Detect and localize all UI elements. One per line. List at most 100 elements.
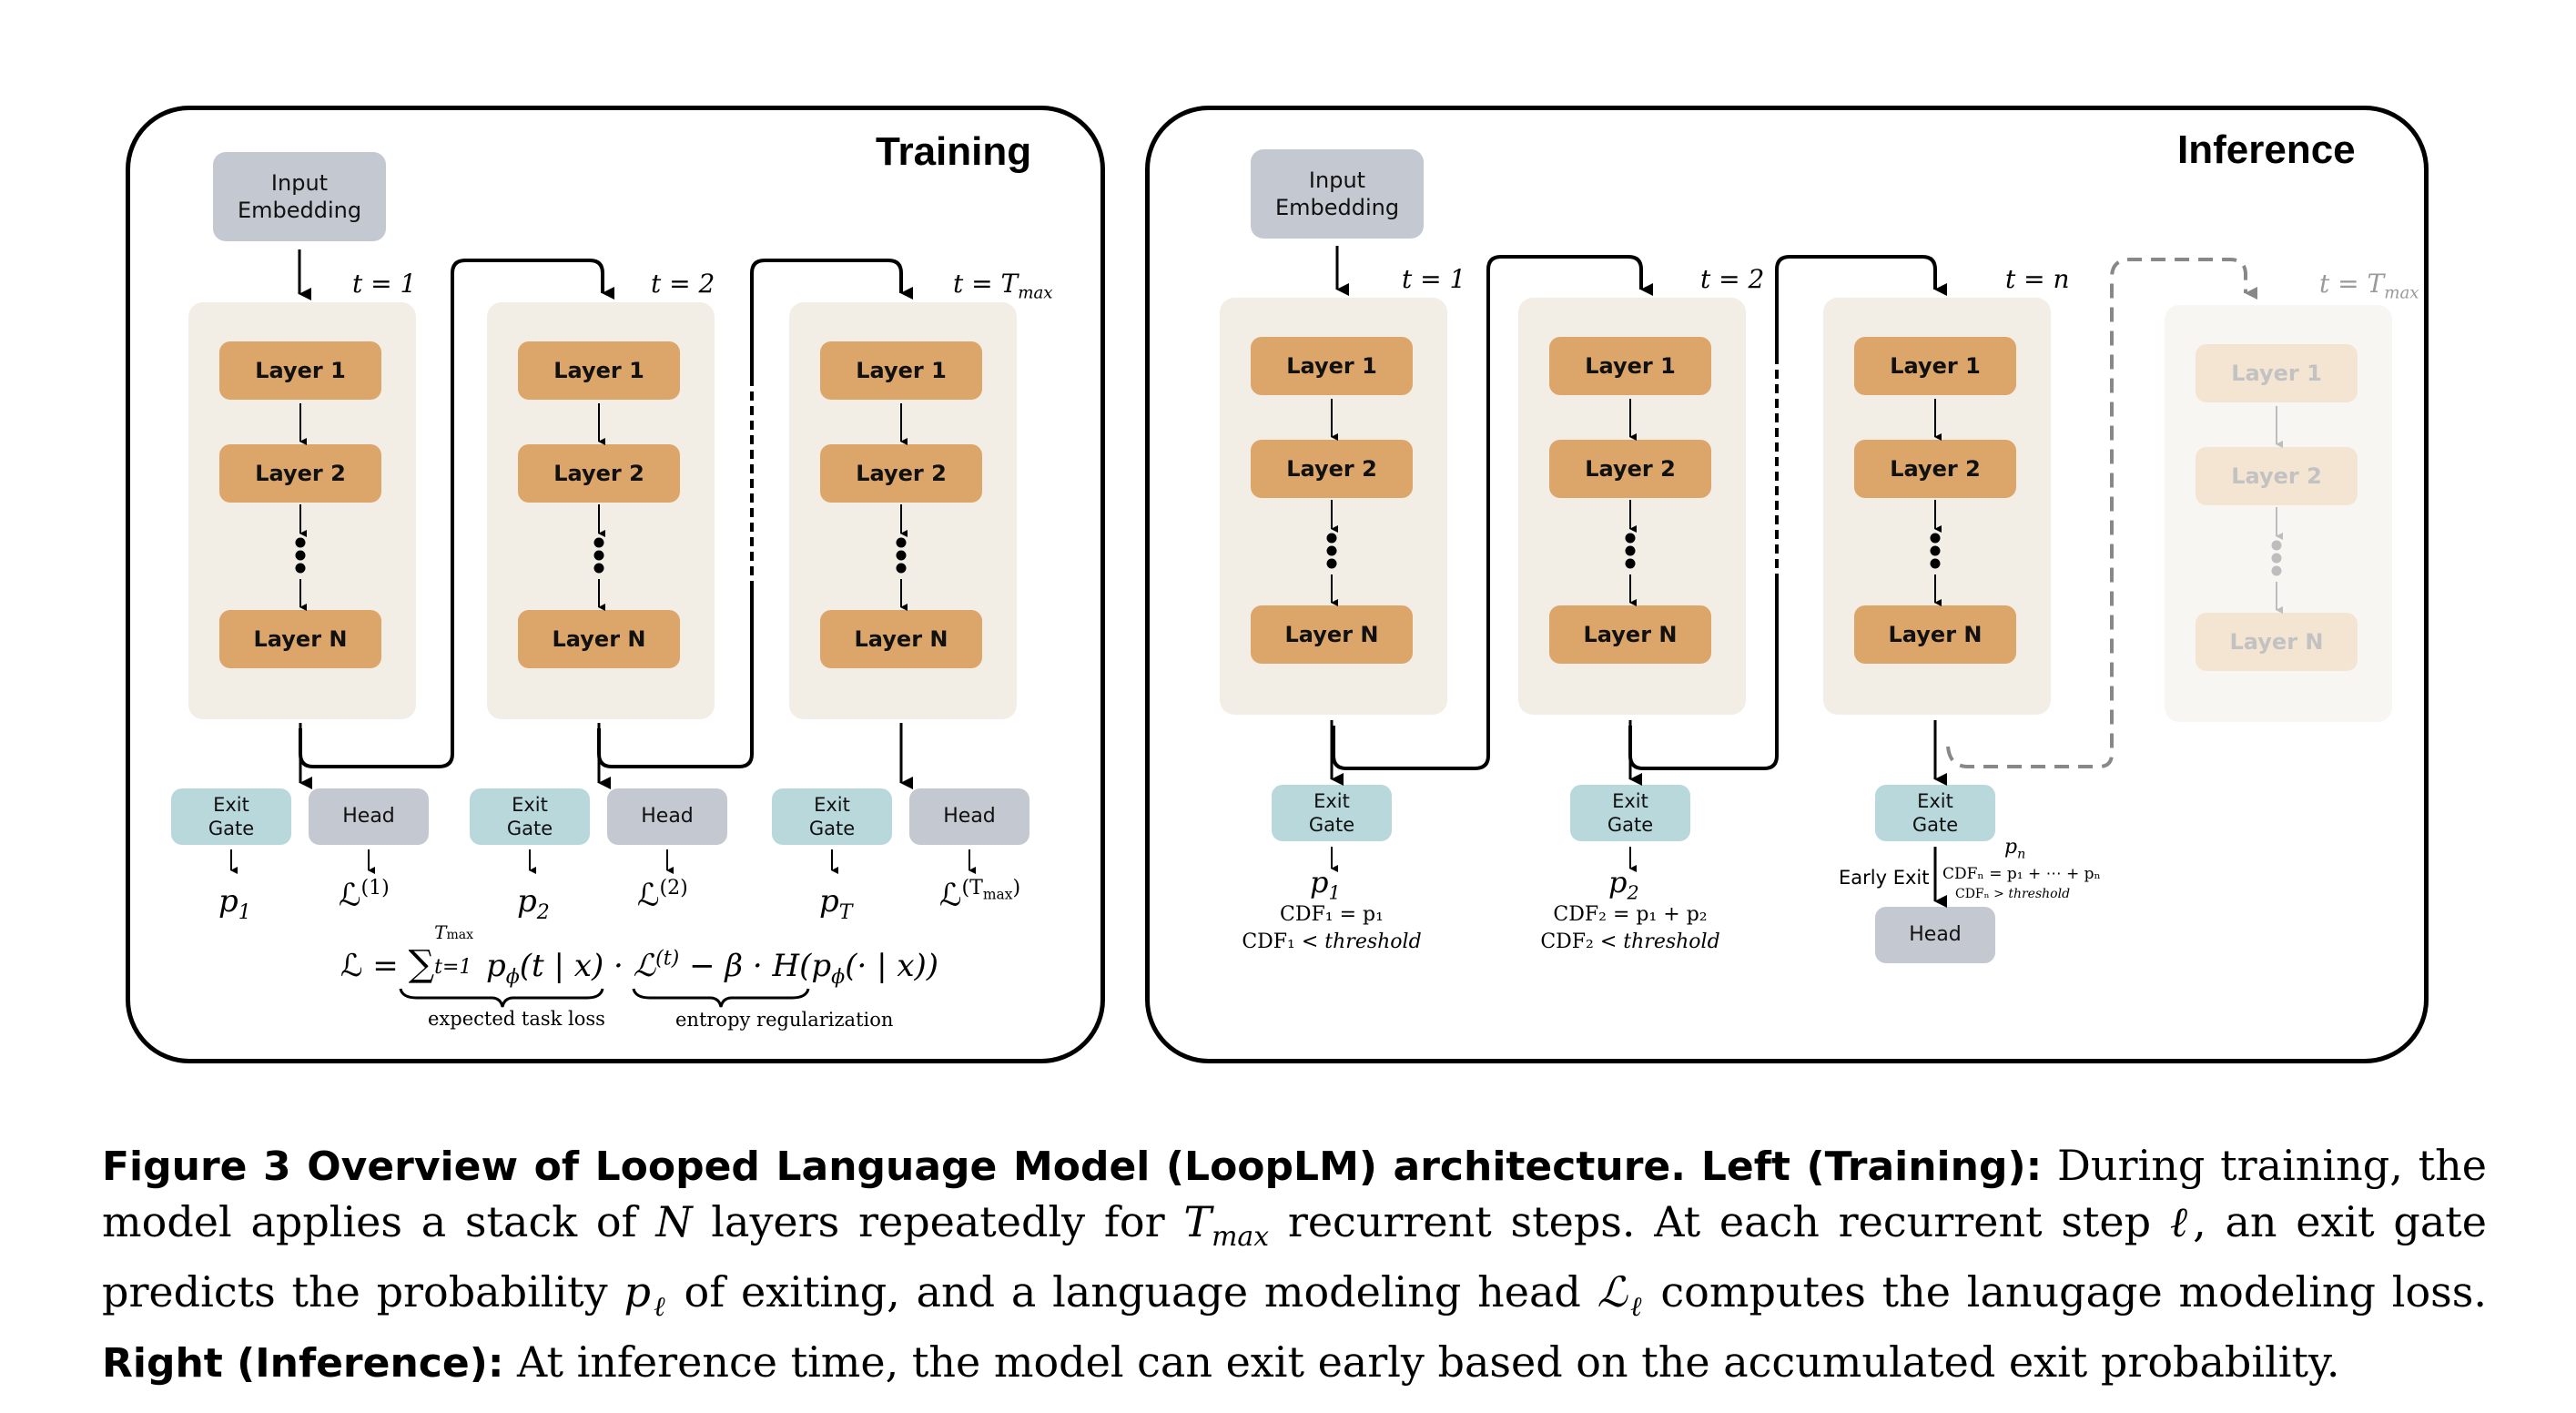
ellipsis-dot	[1625, 558, 1636, 569]
layer-1: Layer 1	[1854, 337, 2016, 395]
loop-connector-1-2	[299, 259, 614, 768]
layer-1: Layer 1	[2196, 344, 2358, 402]
cdf-condition: CDF₁ < threshold	[1204, 930, 1459, 953]
equation-term1-rest: (t | x) · ℒ	[519, 948, 656, 984]
caption-math-L-sub: ℓ	[1627, 1291, 1645, 1324]
t-label: t = Tmax	[2319, 269, 2419, 303]
caption-text: recurrent steps. At each recurrent step	[1269, 1197, 2170, 1246]
ellipsis-dot	[1625, 533, 1636, 544]
ellipsis-dot	[593, 563, 604, 574]
caption-text: At inference time, the model can exit ea…	[503, 1337, 2340, 1388]
layer-n: Layer N	[518, 610, 680, 668]
equation-sum-lower: t=1	[434, 956, 472, 979]
loss-sup-close: )	[1012, 876, 1021, 900]
cdf-condition-prefix: CDF₁ <	[1242, 930, 1325, 953]
exit-prob-output-sub: 1	[238, 900, 251, 924]
equation-sum-upper-sub: max	[446, 928, 474, 942]
exit-prob-output-base: p	[2004, 836, 2018, 859]
cdf-condition: CDFₙ > threshold	[1955, 887, 2070, 901]
exit-prob-output-sub: 2	[536, 900, 550, 924]
loss-symbol: ℒ	[339, 877, 361, 914]
ellipsis-dot	[1625, 545, 1636, 556]
caption-text: computes the lanugage modeling loss.	[1644, 1267, 2488, 1317]
loss-superscript: (2)	[660, 876, 688, 900]
exit-prob-output-sub: 1	[1328, 881, 1341, 904]
t-label: t = 2	[651, 269, 715, 299]
layer-1: Layer 1	[1549, 337, 1711, 395]
loss-symbol: ℒ	[939, 877, 962, 914]
t-label-base: t = 1	[352, 269, 417, 299]
equation-term1-sub: ϕ	[505, 964, 520, 989]
ellipsis-dot	[896, 537, 907, 548]
label-expected-task-loss: expected task loss	[428, 1008, 605, 1030]
caption-text: During training, the model applies a sta…	[102, 1141, 2488, 1246]
layer-1: Layer 1	[1251, 337, 1413, 395]
equation-term1-sup: (t)	[655, 946, 680, 971]
loss-output: ℒ(Tmax)	[939, 876, 1020, 913]
loop-connector-2-3-lower	[597, 590, 754, 768]
exit-prob-output-sub: n	[2017, 847, 2026, 862]
equation-lhs: ℒ =	[340, 948, 409, 984]
exit-prob-output: p1	[218, 883, 251, 924]
caption-math-T-sub: max	[1212, 1221, 1270, 1254]
training-input-embedding: Input Embedding	[213, 152, 386, 241]
caption-right-label: Right (Inference):	[102, 1340, 504, 1388]
t-label-base: t = 2	[1700, 264, 1765, 294]
exit-gate: Exit Gate	[171, 788, 291, 845]
ellipsis-dot	[896, 550, 907, 561]
equation-minus: −	[679, 948, 725, 984]
exit-gate: Exit Gate	[1875, 785, 1995, 841]
cdf-formula: CDFₙ = p₁ + ⋯ + pₙ	[1942, 865, 2101, 883]
loss-sup: (2)	[659, 876, 688, 900]
exit-prob-output: p1	[1310, 865, 1341, 903]
layer-n: Layer N	[1854, 605, 2016, 664]
exit-gate: Exit Gate	[772, 788, 892, 845]
exit-prob-output-sub: 2	[1627, 881, 1639, 904]
ellipsis-dot	[896, 563, 907, 574]
equation-term2: β · H(p	[725, 948, 832, 984]
t-label-base: t = T	[2319, 269, 2385, 299]
loss-symbol: ℒ	[637, 877, 660, 914]
layer-2: Layer 2	[1549, 440, 1711, 498]
training-title: Training	[876, 129, 1032, 174]
ghost-loop-connector	[1946, 258, 2257, 768]
exit-prob-output: p2	[517, 883, 550, 924]
t-label-base: t = n	[2005, 264, 2070, 294]
caption-math-p: p	[624, 1267, 651, 1317]
t-label-sub: max	[2384, 283, 2419, 303]
exit-prob-output: p2	[1608, 865, 1639, 903]
head-box: Head	[607, 788, 727, 845]
caption-text: , an exit gate predicts the probability	[102, 1197, 2487, 1317]
t-label-base: t = 2	[651, 269, 715, 299]
exit-prob-output: pn	[2004, 836, 2025, 861]
caption-math-ell: ℓ	[2169, 1197, 2194, 1246]
inference-title: Inference	[2177, 127, 2356, 172]
exit-prob-output-sub: T	[838, 900, 853, 924]
head-box: Head	[909, 788, 1029, 845]
exit-prob-output-base: p	[218, 883, 238, 920]
exit-prob-output-base: p	[1608, 865, 1628, 900]
head-box: Head	[1875, 907, 1995, 963]
equation-sum: ∑	[408, 943, 435, 985]
layer-2: Layer 2	[219, 444, 381, 503]
layer-n: Layer N	[1251, 605, 1413, 664]
figure-caption: Figure 3 Overview of Looped Language Mod…	[102, 1138, 2487, 1391]
exit-prob-output-base: p	[517, 883, 537, 920]
t-label: t = 2	[1700, 264, 1764, 294]
caption-math-L: ℒ	[1597, 1267, 1628, 1317]
inference-input-embedding: Input Embedding	[1251, 149, 1424, 239]
ellipsis-dot	[593, 537, 604, 548]
exit-gate: Exit Gate	[1272, 785, 1392, 841]
caption-figure-label: Figure 3 Overview of Looped Language Mod…	[102, 1144, 1686, 1190]
ellipsis-dot	[1930, 558, 1941, 569]
ellipsis-dot	[1930, 545, 1941, 556]
loss-sup: (T	[961, 876, 983, 900]
equation-term2-rest: (· | x))	[845, 948, 939, 984]
ellipsis-dot	[1326, 558, 1337, 569]
equation-sum-upper: T	[434, 921, 447, 943]
ellipsis-dot	[295, 537, 306, 548]
layer-n: Layer N	[219, 610, 381, 668]
loop-connector-2-3-upper	[750, 259, 913, 378]
